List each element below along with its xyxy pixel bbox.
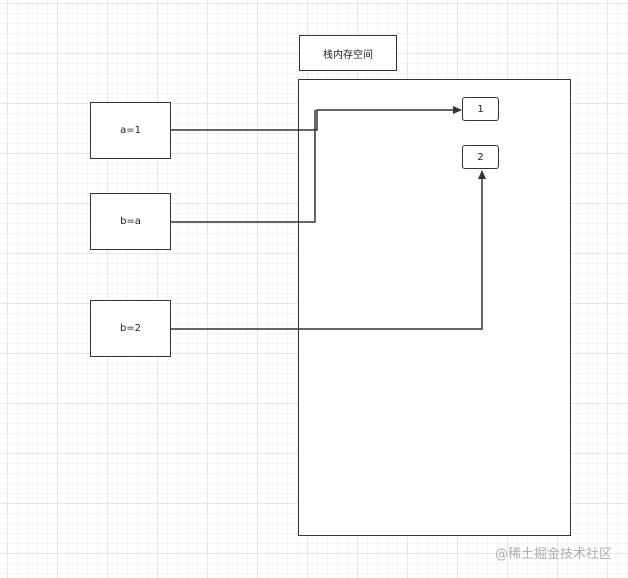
stack-memory-title: 栈内存空间 — [299, 35, 397, 71]
variable-box-b-equals-2: b=2 — [90, 300, 171, 357]
value-box-1: 1 — [462, 97, 499, 121]
watermark-text: @稀土掘金技术社区 — [494, 547, 612, 562]
value-box-2: 2 — [462, 145, 499, 169]
connector-b-a-to-1 — [171, 110, 316, 223]
stack-memory-region — [298, 79, 571, 536]
variable-box-b-equals-a: b=a — [90, 193, 171, 250]
variable-box-a-equals-1: a=1 — [90, 102, 171, 159]
